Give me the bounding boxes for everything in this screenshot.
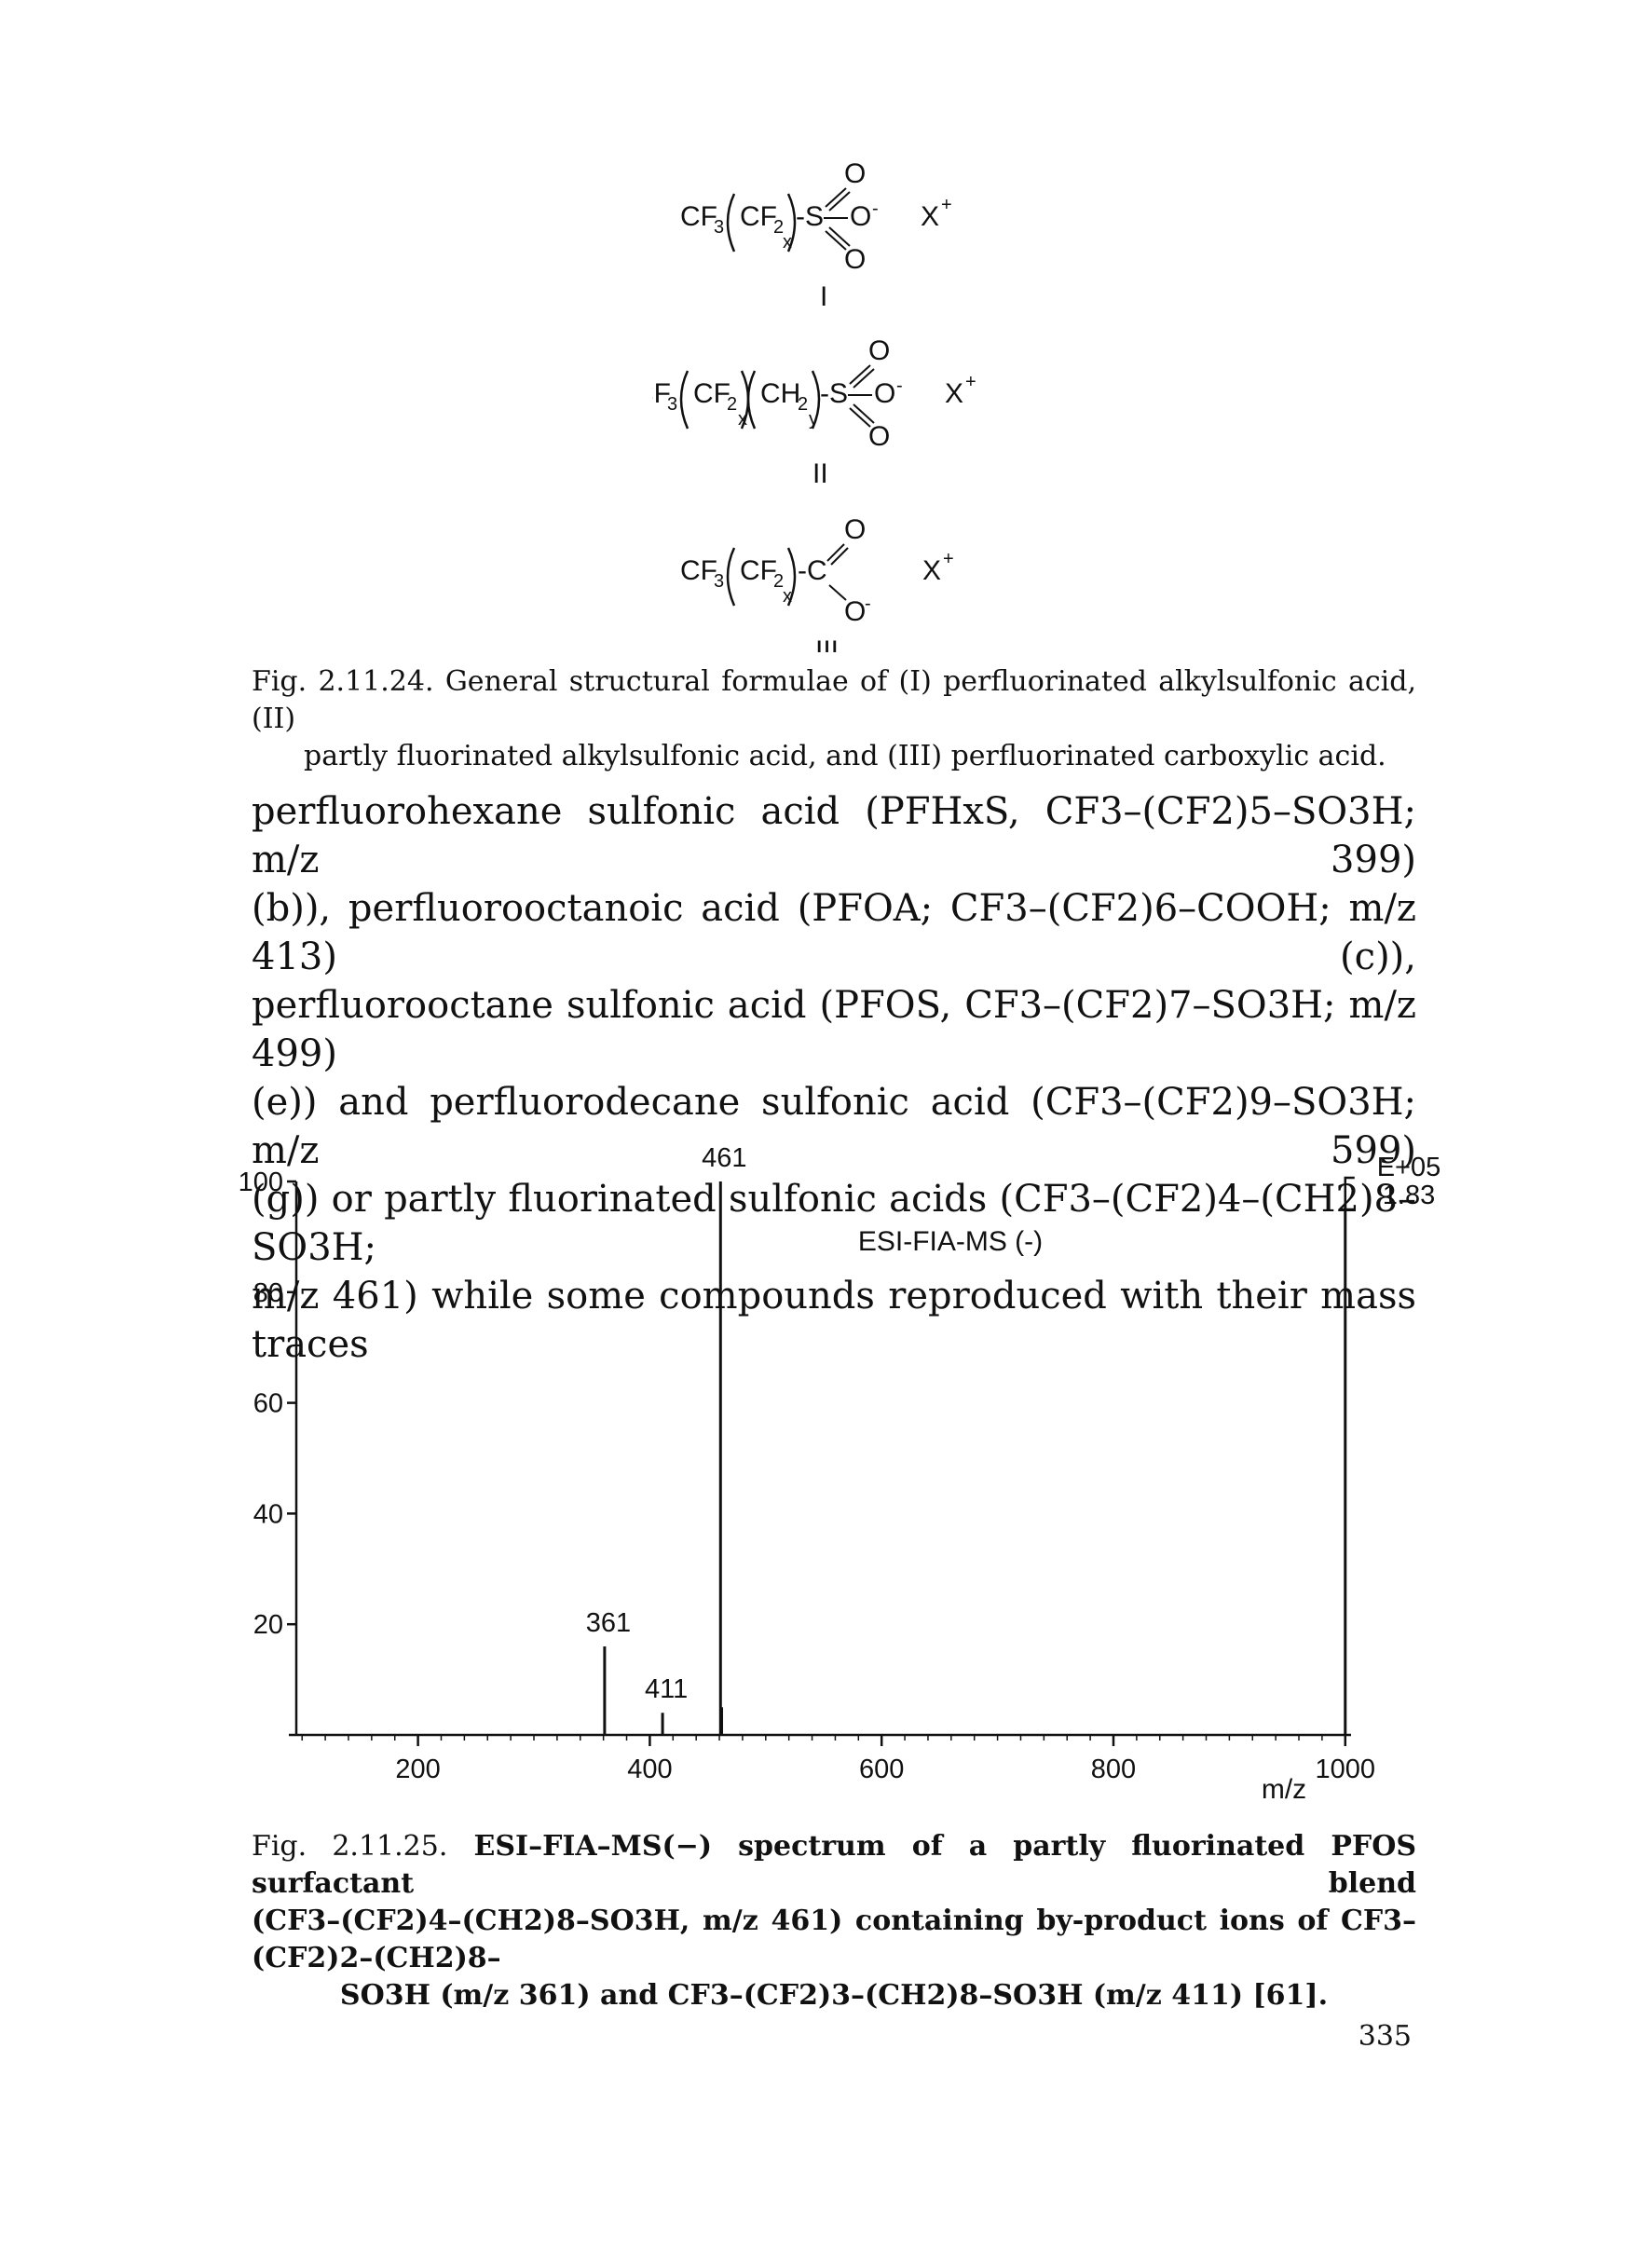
caption-line: ESI–FIA–MS(−) spectrum of a partly fluor… [252,1830,1416,1900]
body-line: (b)), perfluorooctanoic acid (PFOA; CF3–… [252,887,1416,978]
subscript-y: y [809,409,818,430]
svg-text:-: - [896,376,903,396]
svg-text:-C: -C [798,555,827,586]
structure-III: CF3 CF2 x -C O O- X+ III [680,514,954,652]
body-paragraph: perfluorohexane sulfonic acid (PFHxS, CF… [252,787,1416,1369]
svg-text:2: 2 [798,394,808,415]
svg-text:+: + [941,195,952,215]
body-line: m/z 461) while some compounds reproduced… [252,1275,1416,1366]
y-tick-label: 80 [253,1278,283,1308]
peak-label: 361 [586,1608,631,1638]
structure-label-I: I [820,281,827,312]
svg-text:CF: CF [693,378,730,409]
svg-text:CF: CF [740,555,777,586]
caption-line: partly fluorinated alkylsulfonic acid, a… [304,740,1386,772]
body-line: (g)) or partly fluorinated sulfonic acid… [252,1178,1416,1269]
svg-text:+: + [965,372,976,392]
svg-text:O: O [844,514,866,545]
y-tick-label: 40 [253,1499,283,1529]
structural-formulae: CF3 CF2 x -S O O- O X+ I CF3 CF2 x CH2 y… [652,158,976,652]
figure-caption-2-11-24: Fig. 2.11.24. General structural formula… [252,663,1416,775]
x-tick-label: 1000 [1316,1755,1376,1784]
svg-text:-: - [865,594,871,614]
structure-I: CF3 CF2 x -S O O- O X+ I [680,158,952,312]
svg-text:O: O [850,201,871,232]
subscript-x: x [738,409,747,430]
svg-text:CF: CF [680,201,717,232]
svg-text:2: 2 [727,394,737,415]
scale-exponent-label: E+05 [1377,1153,1441,1182]
svg-text:3: 3 [714,217,724,238]
subscript-x: x [783,232,792,253]
svg-text:O: O [868,335,890,366]
svg-text:2: 2 [773,571,784,592]
x-tick-label: 800 [1091,1755,1136,1784]
svg-text:CH: CH [760,378,800,409]
svg-text:O: O [844,596,866,627]
x-tick-label: 200 [395,1755,440,1784]
chart-annotation: ESI-FIA-MS (-) [858,1226,1043,1257]
y-tick-label: 60 [253,1389,283,1419]
subscript-x: x [783,586,792,607]
scale-bracket [1344,1176,1355,1204]
svg-text:O: O [844,158,866,189]
peak-label: 411 [645,1674,688,1704]
peak-label: 461 [702,1146,746,1173]
svg-text:-S: -S [820,378,848,409]
scale-value-label: 1.83 [1383,1181,1435,1210]
x-tick-label: 600 [859,1755,904,1784]
svg-text:CF: CF [740,201,777,232]
y-tick-label: 20 [253,1610,283,1640]
page-number: 335 [1358,2020,1412,2053]
body-line: perfluorohexane sulfonic acid (PFHxS, CF… [252,790,1416,881]
structure-label-II: II [812,458,828,489]
svg-text:2: 2 [773,217,784,238]
svg-text:CF: CF [652,378,671,409]
svg-text:O: O [868,421,890,452]
svg-text:3: 3 [667,394,677,415]
svg-text:-S: -S [796,201,824,232]
svg-text:X: X [921,201,939,232]
svg-text:3: 3 [714,571,724,592]
figure-caption-2-11-25: Fig. 2.11.25. ESI–FIA–MS(−) spectrum of … [252,1828,1416,2014]
body-line: perfluorooctane sulfonic acid (PFOS, CF3… [252,984,1416,1075]
svg-text:+: + [943,549,954,569]
y-tick-label: 100 [239,1167,283,1197]
x-tick-label: 400 [627,1755,672,1784]
mass-spectrum-chart: 100 80 60 40 20 200 400 600 800 1000 361 411 461 ESI… [239,1146,1441,1805]
figure-label: Fig. 2.11.25. [252,1830,448,1863]
svg-text:O: O [874,378,895,409]
caption-line: SO3H (m/z 361) and CF3–(CF2)3–(CH2)8–SO3… [339,1979,1329,2012]
figure-label: Fig. 2.11.24. [252,665,434,698]
x-axis-label: m/z [1262,1774,1306,1805]
caption-line: General structural formulae of (I) perfl… [252,665,1416,735]
svg-text:X: X [945,378,963,409]
caption-line: (CF3–(CF2)4–(CH2)8–SO3H, m/z 461) contai… [252,1905,1416,1974]
svg-text:-: - [872,198,879,219]
body-line: (e)) and perfluorodecane sulfonic acid (… [252,1081,1416,1172]
svg-text:CF: CF [680,555,717,586]
svg-text:X: X [922,555,941,586]
svg-text:O: O [844,244,866,275]
structure-label-III: III [815,635,839,652]
structure-II: CF3 CF2 x CH2 y -S O O- O X+ II [652,335,976,489]
